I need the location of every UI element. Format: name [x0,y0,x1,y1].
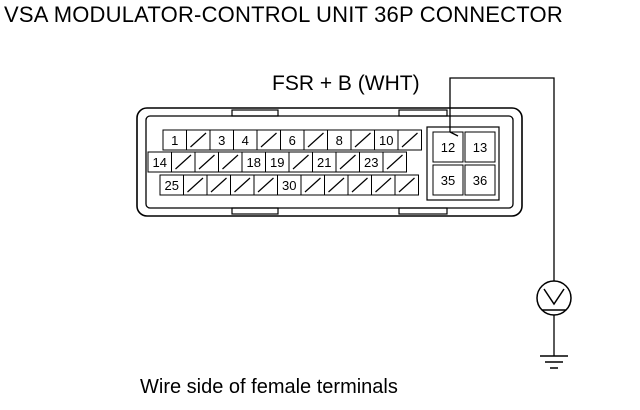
terminal-unused [382,151,407,173]
terminal-35: 35 [432,164,464,196]
terminal-unused [371,174,396,196]
terminal-unused [230,174,255,196]
terminal-label: 4 [242,133,249,148]
terminal-14: 14 [147,151,172,173]
terminal-12: 12 [432,131,464,163]
terminal-unused [324,174,349,196]
terminal-label: 25 [165,178,179,193]
terminal-label: 8 [336,133,343,148]
voltmeter-icon [536,280,572,316]
terminal-unused [256,129,281,151]
terminal-label: 36 [473,173,487,188]
lock-tab-top-right [398,109,448,117]
terminal-unused [194,151,219,173]
probe-wire [449,77,555,281]
terminal-label: 30 [282,178,296,193]
terminal-label: 12 [441,140,455,155]
terminal-unused [288,151,313,173]
terminal-unused [335,151,360,173]
terminal-unused [253,174,278,196]
connector-body [145,115,514,209]
terminal-25: 25 [159,174,184,196]
terminal-1: 1 [162,129,187,151]
small-terminal-grid: 1 3 4 6 8 10 14 18 19 21 23 25 30 [147,129,422,196]
terminal-label: 19 [270,155,284,170]
terminal-unused [350,129,375,151]
terminal-30: 30 [277,174,302,196]
terminal-8: 8 [327,129,352,151]
terminal-label: 18 [247,155,261,170]
caption: Wire side of female terminals [140,376,398,398]
wire-label: FSR + B (WHT) [272,72,420,95]
terminal-unused [347,174,372,196]
terminal-label: 3 [218,133,225,148]
terminal-19: 19 [265,151,290,173]
terminal-unused [171,151,196,173]
terminal-label: 10 [379,133,393,148]
terminal-label: 13 [473,140,487,155]
terminal-18: 18 [241,151,266,173]
lock-tab-bottom-right [398,207,448,215]
terminal-4: 4 [233,129,258,151]
terminal-unused [300,174,325,196]
large-terminal-block: 12 13 35 36 [426,126,500,201]
terminal-13: 13 [464,131,496,163]
terminal-unused [186,129,211,151]
terminal-unused [397,129,422,151]
lock-tab-bottom-left [231,207,279,215]
terminal-unused [394,174,419,196]
terminal-label: 23 [364,155,378,170]
terminal-label: 1 [171,133,178,148]
terminal-label: 21 [317,155,331,170]
terminal-unused [206,174,231,196]
terminal-unused [218,151,243,173]
page-title: VSA MODULATOR-CONTROL UNIT 36P CONNECTOR [4,2,563,27]
terminal-unused [303,129,328,151]
ground-icon [540,315,568,369]
terminal-3: 3 [209,129,234,151]
probe-tip [449,131,459,137]
terminal-6: 6 [280,129,305,151]
terminal-label: 14 [153,155,167,170]
terminal-23: 23 [359,151,384,173]
terminal-label: 35 [441,173,455,188]
terminal-label: 6 [289,133,296,148]
connector-housing [136,107,523,217]
terminal-unused [183,174,208,196]
terminal-21: 21 [312,151,337,173]
lock-tab-top-left [231,109,279,117]
terminal-10: 10 [374,129,399,151]
terminal-36: 36 [464,164,496,196]
